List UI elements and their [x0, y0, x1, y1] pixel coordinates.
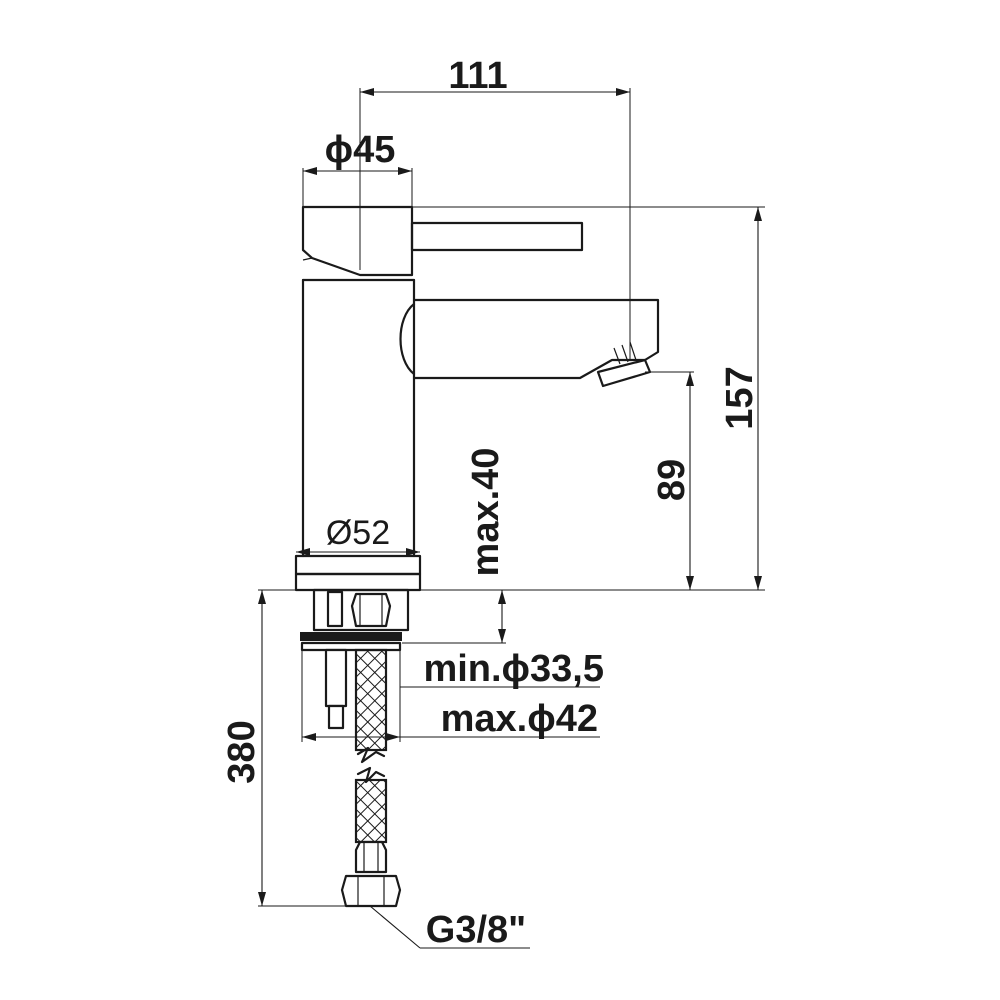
fixing-plate — [300, 641, 402, 652]
label-max-hole-diameter: max.ϕ42 — [441, 698, 598, 740]
faucet-body — [294, 205, 660, 592]
base-ring — [294, 554, 422, 576]
label-lever-diameter: ϕ45 — [325, 129, 396, 171]
lever-bar — [410, 221, 584, 252]
label-width-overall: 111 — [448, 55, 507, 97]
label-hose-length: 380 — [221, 720, 263, 783]
label-hose-thread: G3/8" — [426, 909, 526, 951]
break-mark — [356, 746, 386, 764]
g38-hex-nut — [340, 874, 402, 908]
under-deck-fixings — [300, 588, 410, 908]
label-max-deck-thickness: max.40 — [465, 448, 507, 577]
label-spout-height: 89 — [651, 459, 693, 501]
base-plate — [294, 572, 422, 592]
fixing-block — [312, 588, 410, 632]
braided-hose-upper — [354, 648, 388, 752]
hose-ferrule — [354, 840, 388, 874]
label-base-diameter: Ø52 — [326, 514, 390, 552]
washer — [300, 632, 402, 641]
braided-hose-lower — [354, 778, 388, 844]
dimension-lines — [258, 88, 765, 949]
hose-connector-nut — [350, 592, 392, 628]
lever-block — [301, 205, 414, 277]
label-min-hole-diameter: min.ϕ33,5 — [423, 648, 604, 690]
fixing-rod — [324, 648, 348, 708]
label-height-overall: 157 — [719, 366, 761, 429]
dimension-labels: 111 ϕ45 157 89 Ø52 max.40 min.ϕ33,5 max.… — [221, 55, 761, 951]
main-body — [301, 278, 416, 558]
